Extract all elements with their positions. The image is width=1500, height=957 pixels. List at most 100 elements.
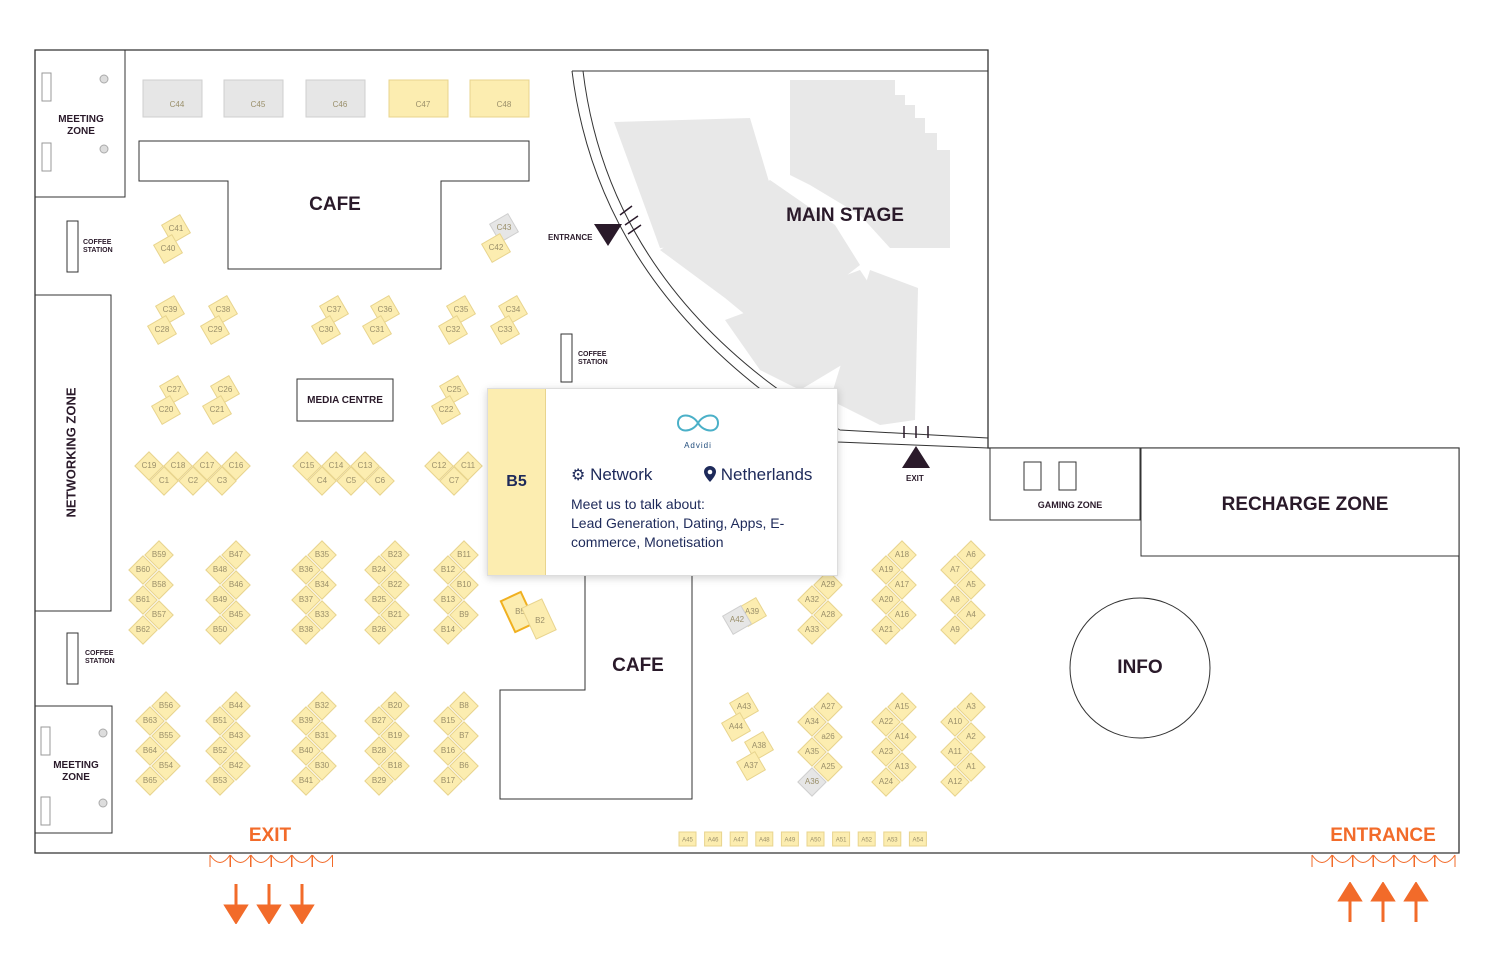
booth-A22[interactable]: [871, 707, 901, 737]
booth-A10[interactable]: [940, 707, 970, 737]
booth-B53[interactable]: [205, 766, 235, 796]
booth-B18[interactable]: [380, 751, 410, 781]
booth-C20[interactable]: [150, 394, 182, 426]
booth-A24[interactable]: [871, 767, 901, 797]
booth-A9[interactable]: [940, 615, 970, 645]
booth-B37[interactable]: [291, 585, 321, 615]
booth-B52[interactable]: [205, 736, 235, 766]
booth-C11[interactable]: [453, 451, 483, 481]
booth-A27[interactable]: [813, 692, 843, 722]
booth-A48[interactable]: [755, 831, 774, 847]
booth-B22[interactable]: [380, 570, 410, 600]
booth-B9[interactable]: [449, 600, 479, 630]
booth-A6[interactable]: [956, 540, 986, 570]
booth-B63[interactable]: [135, 706, 165, 736]
booth-B21[interactable]: [380, 600, 410, 630]
booth-A45[interactable]: [678, 831, 697, 847]
booth-A44[interactable]: [720, 711, 752, 743]
booth-B28[interactable]: [364, 736, 394, 766]
booth-B40[interactable]: [291, 736, 321, 766]
booth-A12[interactable]: [940, 767, 970, 797]
booth-B8[interactable]: [449, 691, 479, 721]
booth-B48[interactable]: [205, 555, 235, 585]
booth-B15[interactable]: [433, 706, 463, 736]
booth-A47[interactable]: [729, 831, 748, 847]
booth-C12[interactable]: [424, 451, 454, 481]
booth-C44[interactable]: [142, 79, 203, 118]
booth-B26[interactable]: [364, 615, 394, 645]
booth-B16[interactable]: [433, 736, 463, 766]
booth-C15[interactable]: [292, 451, 322, 481]
booth-A23[interactable]: [871, 737, 901, 767]
booth-B12[interactable]: [433, 555, 463, 585]
booth-C1[interactable]: [149, 466, 179, 496]
booth-C7[interactable]: [439, 466, 469, 496]
booth-A35[interactable]: [797, 737, 827, 767]
booth-A5[interactable]: [956, 570, 986, 600]
booth-A15[interactable]: [887, 692, 917, 722]
booth-B31[interactable]: [307, 721, 337, 751]
booth-C16[interactable]: [221, 451, 251, 481]
booth-A18[interactable]: [887, 540, 917, 570]
booth-A33[interactable]: [797, 615, 827, 645]
booth-B60[interactable]: [128, 555, 158, 585]
booth-A11[interactable]: [940, 737, 970, 767]
booth-B25[interactable]: [364, 585, 394, 615]
booth-B45[interactable]: [221, 600, 251, 630]
booth-A53[interactable]: [883, 831, 902, 847]
company-logo[interactable]: Advidi: [668, 411, 728, 450]
booth-C17[interactable]: [192, 451, 222, 481]
booth-B57[interactable]: [144, 600, 174, 630]
booth-B65[interactable]: [135, 766, 165, 796]
booth-B13[interactable]: [433, 585, 463, 615]
booth-B29[interactable]: [364, 766, 394, 796]
booth-B38[interactable]: [291, 615, 321, 645]
booth-B42[interactable]: [221, 751, 251, 781]
booth-B46[interactable]: [221, 570, 251, 600]
booth-C6[interactable]: [365, 466, 395, 496]
booth-B64[interactable]: [135, 736, 165, 766]
booth-info-popup[interactable]: B5 Advidi ⚙ Network Netherlands Meet us …: [487, 388, 838, 576]
booth-A52[interactable]: [857, 831, 876, 847]
booth-C3[interactable]: [207, 466, 237, 496]
booth-C32[interactable]: [437, 314, 469, 346]
booth-B39[interactable]: [291, 706, 321, 736]
booth-A28[interactable]: [813, 600, 843, 630]
booth-B36[interactable]: [291, 555, 321, 585]
booth-B41[interactable]: [291, 766, 321, 796]
booth-C48[interactable]: [469, 79, 530, 118]
booth-B20[interactable]: [380, 691, 410, 721]
booth-B30[interactable]: [307, 751, 337, 781]
booth-A51[interactable]: [832, 831, 851, 847]
booth-A1[interactable]: [956, 752, 986, 782]
booth-A25[interactable]: [813, 752, 843, 782]
booth-C22[interactable]: [430, 394, 462, 426]
booth-B62[interactable]: [128, 615, 158, 645]
booth-B24[interactable]: [364, 555, 394, 585]
booth-C40[interactable]: [152, 233, 184, 265]
booth-A49[interactable]: [780, 831, 799, 847]
booth-B7[interactable]: [449, 721, 479, 751]
booth-B61[interactable]: [128, 585, 158, 615]
booth-C42[interactable]: [480, 232, 512, 264]
booth-B34[interactable]: [307, 570, 337, 600]
booth-C4[interactable]: [307, 466, 337, 496]
booth-B47[interactable]: [221, 540, 251, 570]
booth-A13[interactable]: [887, 752, 917, 782]
booth-B27[interactable]: [364, 706, 394, 736]
booth-C14[interactable]: [321, 451, 351, 481]
booth-C13[interactable]: [350, 451, 380, 481]
booth-C18[interactable]: [163, 451, 193, 481]
booth-B2[interactable]: [521, 598, 557, 640]
booth-B44[interactable]: [221, 691, 251, 721]
booth-B10[interactable]: [449, 570, 479, 600]
booth-B11[interactable]: [449, 540, 479, 570]
booth-A7[interactable]: [940, 555, 970, 585]
booth-A34[interactable]: [797, 707, 827, 737]
booth-B6[interactable]: [449, 751, 479, 781]
booth-B14[interactable]: [433, 615, 463, 645]
booth-B43[interactable]: [221, 721, 251, 751]
booth-B58[interactable]: [144, 570, 174, 600]
booth-B17[interactable]: [433, 766, 463, 796]
booth-A36[interactable]: [797, 767, 827, 797]
